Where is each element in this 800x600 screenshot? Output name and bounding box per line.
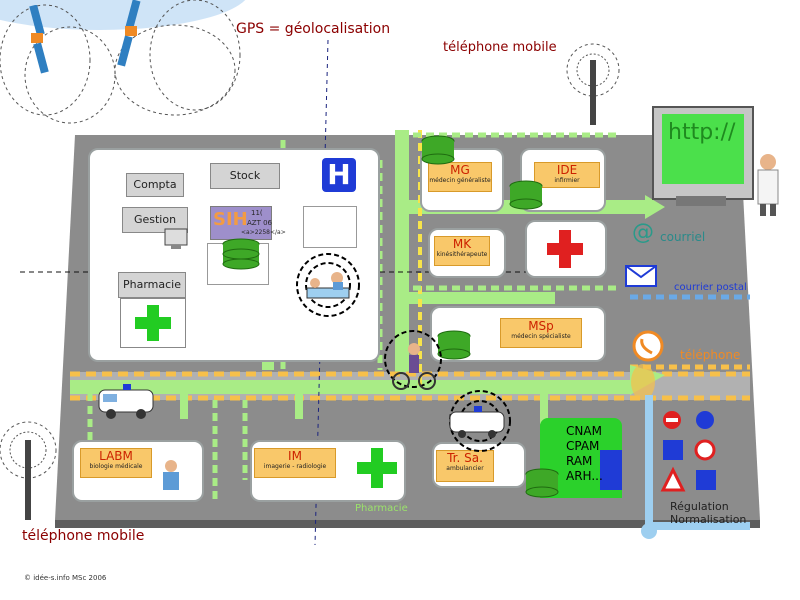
envelope-icon bbox=[625, 265, 657, 287]
lab-worker-icon bbox=[163, 460, 179, 490]
mobile-label-bottom: téléphone mobile bbox=[22, 528, 145, 544]
ide-label[interactable]: IDE infirmier bbox=[534, 162, 600, 188]
mg-label[interactable]: MG médecin généraliste bbox=[428, 162, 492, 192]
caisse-cpam: CPAM bbox=[566, 439, 600, 453]
ide-sub: infirmier bbox=[554, 177, 580, 184]
mk-sub: kinésithérapeute bbox=[436, 251, 488, 258]
sih-code1: 11( bbox=[251, 209, 263, 217]
msp-title: MSp bbox=[528, 319, 554, 333]
caisses-labels: CNAM CPAM RAM ARH... bbox=[566, 424, 603, 484]
trsa-label[interactable]: Tr. Sa. ambulancier bbox=[436, 450, 494, 482]
regulation-labels: Régulation Normalisation bbox=[670, 500, 746, 526]
labm-label[interactable]: LABM biologie médicale bbox=[80, 448, 152, 478]
caisse-ram: RAM bbox=[566, 454, 593, 468]
road-sign-icon bbox=[660, 411, 716, 492]
satellite-icon bbox=[29, 5, 49, 74]
satellite-icon-2 bbox=[117, 0, 141, 67]
trsa-title: Tr. Sa. bbox=[447, 451, 483, 465]
ide-title: IDE bbox=[556, 163, 578, 177]
compta-box[interactable]: Compta bbox=[126, 173, 184, 197]
mk-label[interactable]: MK kinésithérapeute bbox=[434, 236, 490, 266]
at-icon: @ bbox=[632, 220, 654, 245]
sih-code2: AZT 06 bbox=[247, 219, 272, 227]
red-cross-office bbox=[525, 220, 607, 278]
telephone-label: téléphone bbox=[680, 348, 741, 362]
computer-display: http:// bbox=[662, 114, 744, 184]
computer-stand bbox=[676, 196, 726, 206]
im-title: IM bbox=[288, 449, 302, 463]
hospital-terminals bbox=[303, 206, 357, 248]
red-cross-icon bbox=[547, 230, 583, 268]
doctor-icon bbox=[757, 154, 779, 216]
mg-title: MG bbox=[450, 163, 470, 177]
regulation-line2: Normalisation bbox=[670, 513, 747, 526]
database-icon-mg bbox=[421, 135, 455, 165]
sih-label: SIH bbox=[213, 209, 248, 230]
pharmacie-box[interactable]: Pharmacie bbox=[118, 272, 186, 298]
gps-label: GPS = géolocalisation bbox=[236, 21, 391, 37]
hospital-h-icon: H bbox=[322, 158, 356, 192]
courriel-label: courriel bbox=[660, 230, 706, 244]
patient-bed-icon bbox=[296, 253, 360, 317]
sih-panel[interactable]: SIH 11( AZT 06 <a>2258</a> bbox=[210, 206, 286, 240]
mk-title: MK bbox=[452, 237, 472, 251]
phone-icon bbox=[632, 330, 664, 362]
caisses-shadow bbox=[600, 450, 622, 490]
database-icon-ide bbox=[509, 180, 543, 210]
stock-box[interactable]: Stock bbox=[210, 163, 280, 189]
courrier-postal-label: courrier postal bbox=[674, 282, 747, 293]
msp-sub: médecin spécialiste bbox=[511, 333, 571, 340]
pharmacie-street-label: Pharmacie bbox=[355, 503, 408, 514]
mg-sub: médecin généraliste bbox=[429, 177, 491, 184]
trsa-sub: ambulancier bbox=[446, 465, 484, 472]
ambulance-2-icon bbox=[449, 390, 511, 452]
green-cross-pharmacie-icon bbox=[357, 448, 397, 488]
computer-icon bbox=[164, 228, 188, 249]
database-icon-msp bbox=[437, 330, 471, 360]
cyclist-icon bbox=[384, 330, 442, 390]
labm-sub: biologie médicale bbox=[89, 463, 143, 470]
database-icon-caisses bbox=[525, 468, 559, 498]
caisse-cnam: CNAM bbox=[566, 424, 602, 438]
im-label[interactable]: IM imagerie - radiologie bbox=[254, 448, 336, 478]
database-icon bbox=[222, 238, 260, 270]
copyright: © idée-s.info MSc 2006 bbox=[24, 574, 107, 582]
screen-url: http:// bbox=[668, 120, 736, 145]
sih-code3: <a>2258</a> bbox=[241, 229, 286, 236]
green-cross-icon bbox=[135, 305, 171, 341]
msp-label[interactable]: MSp médecin spécialiste bbox=[500, 318, 582, 348]
pharmacie-panel bbox=[120, 298, 186, 348]
ambulance-icon bbox=[98, 384, 154, 419]
im-sub: imagerie - radiologie bbox=[263, 463, 327, 470]
labm-title: LABM bbox=[99, 449, 133, 463]
computer-screen[interactable]: http:// bbox=[652, 106, 754, 200]
caisse-arh: ARH... bbox=[566, 469, 603, 483]
mobile-label-top: téléphone mobile bbox=[443, 40, 557, 55]
regulation-line1: Régulation bbox=[670, 500, 729, 513]
